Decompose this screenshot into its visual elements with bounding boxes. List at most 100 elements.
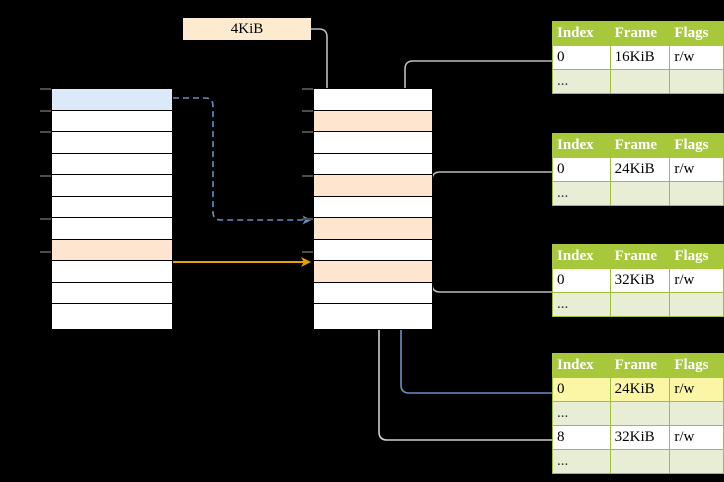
physical-tick-1: [302, 110, 313, 112]
physical-memory-column: [313, 88, 433, 330]
physical-row-2[interactable]: [314, 132, 432, 154]
physical-tick-0: [302, 88, 313, 90]
physical-tick-3: [302, 175, 313, 177]
virtual-row-3[interactable]: [52, 153, 172, 175]
wire-frame-to-table4-row8: [378, 330, 552, 441]
page-table-level-1: Index Frame Flags 0 16KiB r/w ...: [552, 21, 724, 94]
cell-index: 0: [552, 45, 611, 70]
virtual-row-8[interactable]: [52, 261, 172, 283]
virtual-tick-0: [40, 88, 51, 90]
virtual-tick-3: [40, 175, 51, 177]
virtual-row-4[interactable]: [52, 175, 172, 197]
virtual-row-7[interactable]: [52, 239, 172, 261]
cell-index: ...: [552, 401, 611, 426]
cell-index: ...: [552, 181, 611, 206]
virtual-tick-2: [40, 131, 51, 133]
physical-tick-4: [302, 218, 313, 220]
cell-flags: r/w: [669, 377, 724, 402]
cell-flags: [669, 449, 724, 474]
wire-virtual-to-physical-dashed: [173, 97, 312, 225]
physical-tick-5: [302, 251, 313, 253]
virtual-address-space-column: [51, 88, 173, 330]
cell-index: 8: [552, 425, 611, 450]
cell-flags: [669, 401, 724, 426]
physical-row-9[interactable]: [314, 282, 432, 304]
table-row-ellipsis[interactable]: ...: [552, 69, 724, 94]
physical-tick-2: [302, 131, 313, 133]
virtual-tick-5: [40, 251, 51, 253]
table-header-row: Index Frame Flags: [552, 244, 724, 269]
physical-row-5[interactable]: [314, 196, 432, 218]
col-header-flags: Flags: [669, 133, 724, 158]
cell-frame: [609, 181, 671, 206]
physical-row-7[interactable]: [314, 239, 432, 261]
cell-flags: [669, 181, 724, 206]
table-row[interactable]: 0 24KiB r/w: [552, 377, 724, 402]
cell-frame: [609, 449, 671, 474]
physical-row-4[interactable]: [314, 175, 432, 197]
cell-index: 0: [552, 268, 611, 293]
wire-table3-to-frame-seg: [411, 263, 552, 293]
col-header-frame: Frame: [609, 133, 671, 158]
page-table-level-3: Index Frame Flags 0 32KiB r/w ...: [552, 244, 724, 317]
table-row-ellipsis[interactable]: ...: [552, 401, 724, 426]
cell-index: 0: [552, 377, 611, 402]
physical-row-0[interactable]: [314, 89, 432, 111]
table-header-row: Index Frame Flags: [552, 21, 724, 46]
virtual-row-6[interactable]: [52, 218, 172, 240]
col-header-index: Index: [552, 133, 611, 158]
physical-row-10[interactable]: [314, 304, 432, 326]
cell-flags: r/w: [669, 268, 724, 293]
size-badge-label: 4KiB: [230, 21, 264, 37]
col-header-frame: Frame: [609, 353, 671, 378]
col-header-index: Index: [552, 244, 611, 269]
virtual-tick-1: [40, 110, 51, 112]
size-badge: 4KiB: [183, 18, 311, 40]
table-row[interactable]: 8 32KiB r/w: [552, 425, 724, 450]
virtual-row-10[interactable]: [52, 304, 172, 326]
col-header-flags: Flags: [669, 21, 724, 46]
table-row[interactable]: 0 24KiB r/w: [552, 157, 724, 182]
virtual-row-9[interactable]: [52, 282, 172, 304]
virtual-row-5[interactable]: [52, 196, 172, 218]
cell-index: ...: [552, 69, 611, 94]
cell-frame: 24KiB: [609, 157, 671, 182]
virtual-tick-4: [40, 218, 51, 220]
cell-index: ...: [552, 449, 611, 474]
cell-flags: r/w: [669, 425, 724, 450]
page-table-level-4: Index Frame Flags 0 24KiB r/w ... 8 32Ki…: [552, 353, 724, 474]
cell-frame: 24KiB: [609, 377, 671, 402]
cell-flags: r/w: [669, 45, 724, 70]
physical-row-6[interactable]: [314, 218, 432, 240]
virtual-row-2[interactable]: [52, 132, 172, 154]
wire-table4-row0-to-frame: [400, 330, 552, 394]
cell-frame: 32KiB: [609, 425, 671, 450]
table-row[interactable]: 0 16KiB r/w: [552, 45, 724, 70]
cell-flags: r/w: [669, 157, 724, 182]
table-row-ellipsis[interactable]: ...: [552, 449, 724, 474]
cell-frame: 16KiB: [609, 45, 671, 70]
virtual-row-0[interactable]: [52, 89, 172, 111]
col-header-frame: Frame: [609, 21, 671, 46]
col-header-index: Index: [552, 353, 611, 378]
cell-frame: [609, 292, 671, 317]
physical-row-1[interactable]: [314, 110, 432, 132]
table-row-ellipsis[interactable]: ...: [552, 292, 724, 317]
col-header-flags: Flags: [669, 353, 724, 378]
col-header-frame: Frame: [609, 244, 671, 269]
table-row[interactable]: 0 32KiB r/w: [552, 268, 724, 293]
cell-frame: [609, 69, 671, 94]
physical-row-3[interactable]: [314, 153, 432, 175]
physical-row-8[interactable]: [314, 261, 432, 283]
cell-index: 0: [552, 157, 611, 182]
virtual-row-1[interactable]: [52, 110, 172, 132]
table-row-ellipsis[interactable]: ...: [552, 181, 724, 206]
cell-frame: 32KiB: [609, 268, 671, 293]
table-header-row: Index Frame Flags: [552, 133, 724, 158]
cell-flags: [669, 69, 724, 94]
col-header-index: Index: [552, 21, 611, 46]
page-table-level-2: Index Frame Flags 0 24KiB r/w ...: [552, 133, 724, 206]
table-header-row: Index Frame Flags: [552, 353, 724, 378]
cell-index: ...: [552, 292, 611, 317]
